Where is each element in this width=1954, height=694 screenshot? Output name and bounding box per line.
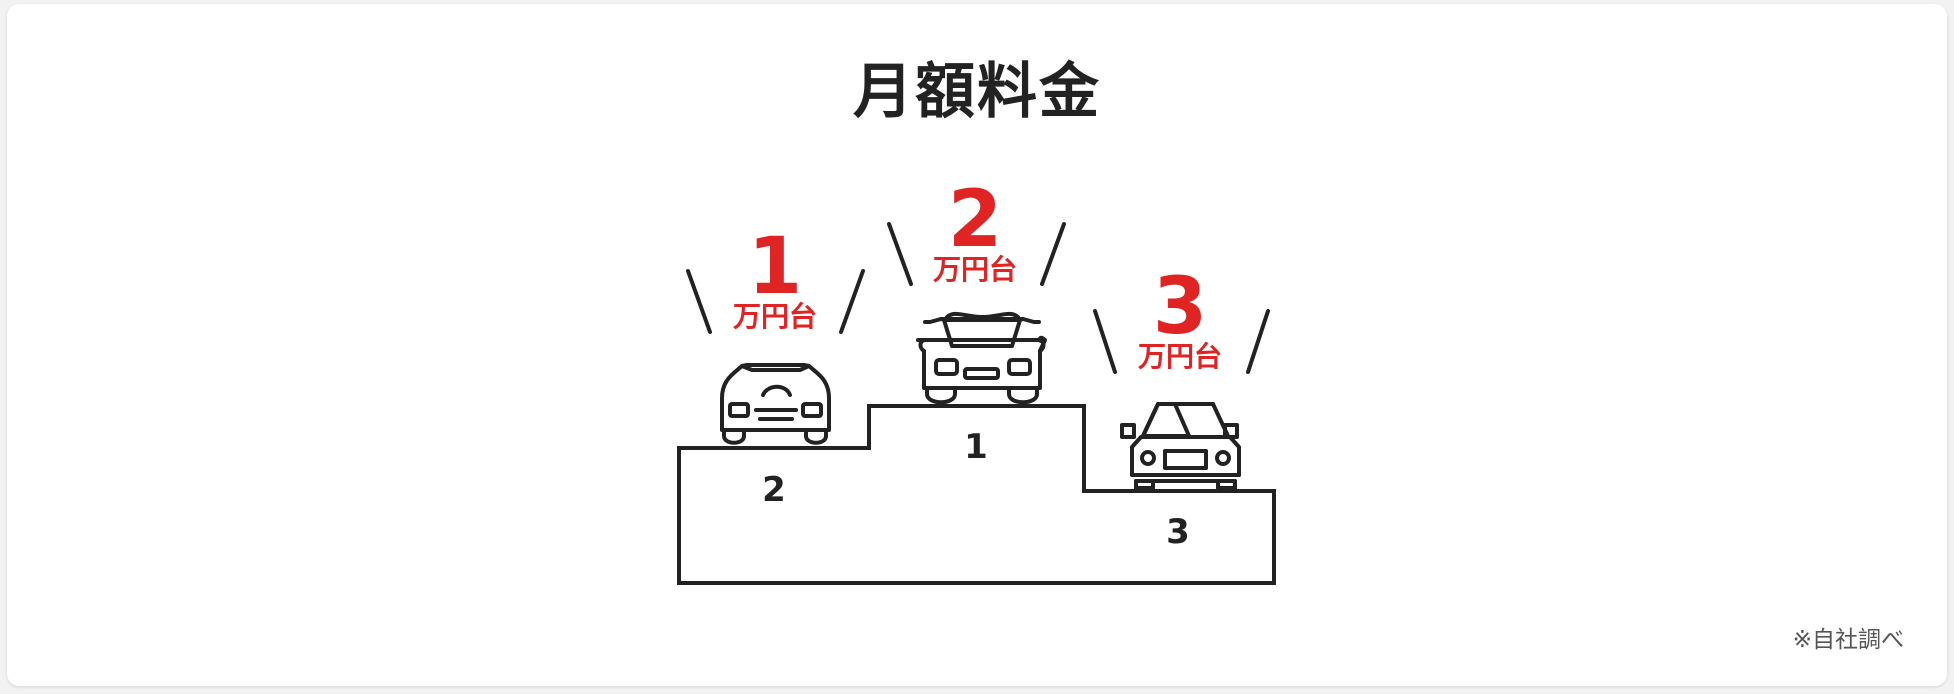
car-icon <box>1120 402 1241 490</box>
price-unit: 万円台 <box>932 253 1017 286</box>
rank-label-3: 3 <box>1166 512 1190 552</box>
price-number: 3 <box>1152 262 1208 352</box>
price-label-2nd: 1 万円台 <box>715 228 835 332</box>
price-label-1st: 2 万円台 <box>915 181 1035 285</box>
price-unit: 万円台 <box>732 300 817 333</box>
rank-label-1: 1 <box>964 427 988 467</box>
car-icon <box>916 311 1047 405</box>
rank-label-2: 2 <box>762 470 786 510</box>
car-icon <box>720 363 831 445</box>
page-title: 月額料金 <box>853 57 1101 127</box>
source-note: ※自社調べ <box>1792 627 1904 653</box>
price-number: 2 <box>947 175 1003 265</box>
price-unit: 万円台 <box>1137 340 1222 373</box>
price-number: 1 <box>747 222 803 312</box>
podium-outline <box>677 404 1276 585</box>
sparkle-lines <box>686 222 1270 374</box>
price-label-3rd: 3 万円台 <box>1120 268 1240 372</box>
